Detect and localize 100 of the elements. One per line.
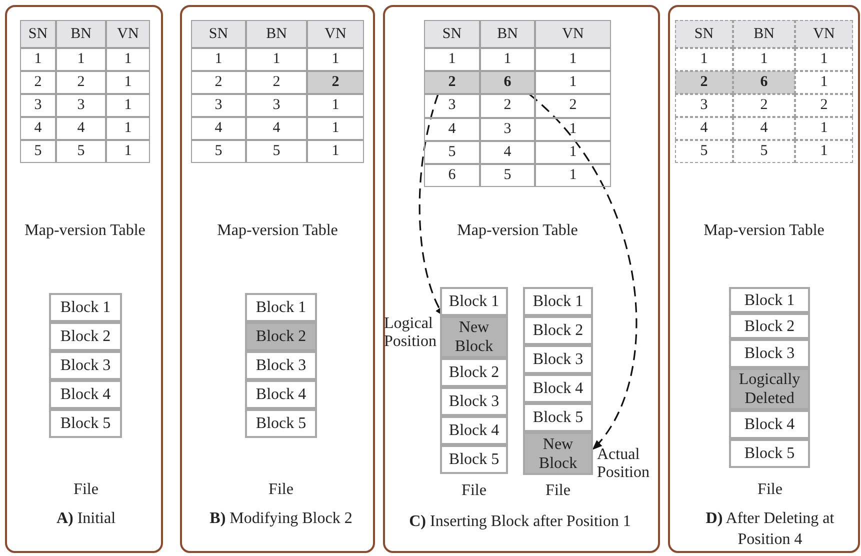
table-cell: 1 [480,48,535,72]
table-cell: 2 [424,71,480,94]
table-cell: 4 [56,117,106,140]
file-block: Block 5 [729,439,810,468]
table-cell: 1 [535,71,611,94]
table-cell: 1 [106,140,150,163]
file-block: Block 5 [523,403,593,432]
file-block: Block 4 [729,410,810,439]
table-cell: 1 [424,48,480,72]
table-cell: 2 [191,71,246,94]
table-cell: 3 [191,94,246,117]
table-cell: 2 [733,94,795,117]
table-cell: 4 [191,117,246,140]
table-title: Map-version Table [24,222,146,240]
table-cell: 1 [106,71,150,94]
table-cell: 1 [795,140,853,163]
column-header: SN [191,20,246,48]
table-cell: 1 [795,71,853,94]
table-cell: 1 [307,117,364,140]
table-cell: 1 [56,48,106,71]
table-cell: 5 [246,140,307,163]
table-title: Map-version Table [456,222,579,240]
table-cell: 3 [424,94,480,118]
file-block: Logically Deleted [729,368,810,410]
column-header: VN [795,20,853,48]
column-header: SN [424,20,480,48]
table-cell: 6 [424,164,480,188]
file-block: Block 2 [49,322,122,351]
table-cell: 5 [424,140,480,164]
table-cell: 5 [56,140,106,163]
file-label: File [460,482,488,500]
file-block: Block 3 [440,387,508,416]
table-cell: 3 [56,94,106,117]
table-cell: 3 [20,94,56,117]
column-header: BN [733,20,795,48]
column-header: VN [106,20,150,48]
file-label: File [756,481,784,499]
file-block: Block 2 [245,322,317,351]
table-cell: 1 [106,117,150,140]
table-cell: 2 [675,71,733,94]
table-cell: 2 [246,71,307,94]
panel-frame [383,5,660,553]
table-cell: 3 [246,94,307,117]
file-block: Block 4 [440,416,508,445]
table-cell: 1 [795,117,853,140]
file-block: Block 3 [523,345,593,374]
table-cell: 5 [191,140,246,163]
table-cell: 4 [424,118,480,141]
table-cell: 4 [733,117,795,140]
file-block: Block 5 [49,409,122,438]
panel-frame [668,5,860,553]
table-cell: 1 [106,48,150,71]
file-block: Block 1 [523,287,593,316]
table-cell: 4 [246,117,307,140]
table-cell: 2 [56,71,106,94]
file-block: Block 4 [245,380,317,409]
table-title: Map-version Table [216,222,339,240]
file-label: File [268,481,294,499]
table-cell: 2 [307,71,364,94]
file-label: File [544,482,572,500]
table-cell: 5 [733,140,795,163]
file-block: Block 1 [245,293,317,322]
panel-caption: A) Initial [55,509,117,529]
file-block: Block 1 [49,293,122,322]
table-cell: 1 [535,164,611,188]
table-cell: 1 [191,48,246,71]
file-block: Block 2 [729,313,810,339]
table-cell: 1 [307,94,364,117]
table-cell: 2 [795,94,853,117]
table-cell: 2 [20,71,56,94]
table-title: Map-version Table [702,222,826,240]
file-block: Block 2 [523,316,593,345]
column-header: BN [480,20,535,48]
file-block: Block 2 [440,358,508,387]
table-cell: 5 [675,140,733,163]
table-cell: 4 [675,117,733,140]
file-block: New Block [440,316,508,358]
table-cell: 6 [480,71,535,94]
file-block: Block 4 [523,374,593,403]
file-block: Block 1 [729,287,810,313]
table-cell: 1 [307,140,364,163]
table-cell: 2 [535,94,611,118]
column-header: SN [20,20,56,48]
file-block: Block 4 [49,380,122,409]
table-cell: 1 [106,94,150,117]
panel-caption: D) After Deleting at Position 4 [704,509,836,550]
table-cell: 1 [246,48,307,71]
panel-frame [180,5,375,553]
table-cell: 4 [480,140,535,164]
file-block: Block 3 [729,339,810,368]
column-header: VN [535,20,611,48]
file-label: File [72,481,100,499]
file-block: Block 3 [245,351,317,380]
table-cell: 1 [20,48,56,71]
dashed-arrow [528,94,638,450]
file-block: Block 5 [440,445,508,474]
position-note: Actual Position [597,446,650,482]
table-cell: 2 [480,94,535,118]
file-block: Block 1 [440,287,508,316]
panel-caption: C) Inserting Block after Position 1 [408,512,632,532]
